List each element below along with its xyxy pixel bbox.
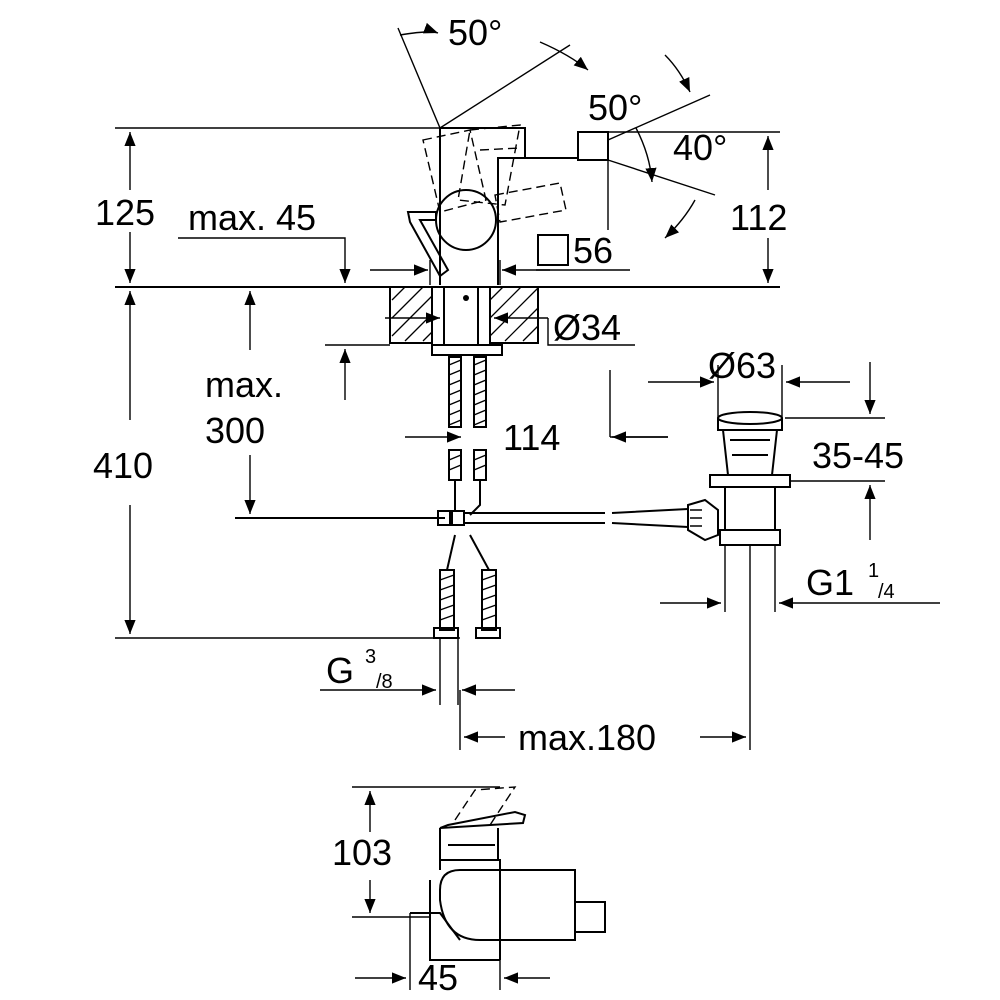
- label-thread-g1-num: 1: [868, 560, 879, 582]
- pull-rod: [235, 508, 689, 528]
- label-angle-right: 50°: [588, 87, 642, 128]
- label-thread-g38: G: [326, 650, 354, 691]
- pop-up-waste: [687, 411, 791, 546]
- label-angle-top: 50°: [448, 12, 502, 53]
- label-thread-g38-den: /8: [376, 671, 393, 693]
- label-diameter-34: Ø34: [553, 307, 621, 348]
- label-height-103: 103: [332, 832, 392, 873]
- label-height-410: 410: [93, 445, 153, 486]
- label-diameter-63: Ø63: [708, 345, 776, 386]
- label-thread-g1: G1: [806, 562, 854, 603]
- dimension-lines: [115, 127, 940, 750]
- dimension-labels: 50° 50° 40° 125 max. 45 56 112 Ø34 max. …: [93, 12, 904, 998]
- mounting-deck: [115, 286, 780, 356]
- label-thread-g1-den: /4: [878, 581, 895, 603]
- label-square-56: 56: [573, 230, 613, 271]
- square-symbol-icon: [537, 234, 569, 266]
- label-max-180: max.180: [518, 717, 656, 758]
- angle-construction: [397, 22, 716, 239]
- label-thread-g38-num: 3: [365, 646, 376, 668]
- supply-hoses: [433, 356, 501, 639]
- label-range-35-45: 35-45: [812, 435, 904, 476]
- label-max-300-line2: 300: [205, 410, 265, 451]
- side-view: [352, 786, 606, 990]
- label-height-125: 125: [95, 192, 155, 233]
- label-max-45: max. 45: [188, 197, 316, 238]
- label-angle-right-lower: 40°: [673, 127, 727, 168]
- label-height-112: 112: [730, 197, 787, 238]
- label-dim-114: 114: [503, 417, 560, 458]
- faucet-body: [406, 124, 609, 285]
- label-max-300-line1: max.: [205, 364, 283, 405]
- label-width-45: 45: [418, 957, 458, 998]
